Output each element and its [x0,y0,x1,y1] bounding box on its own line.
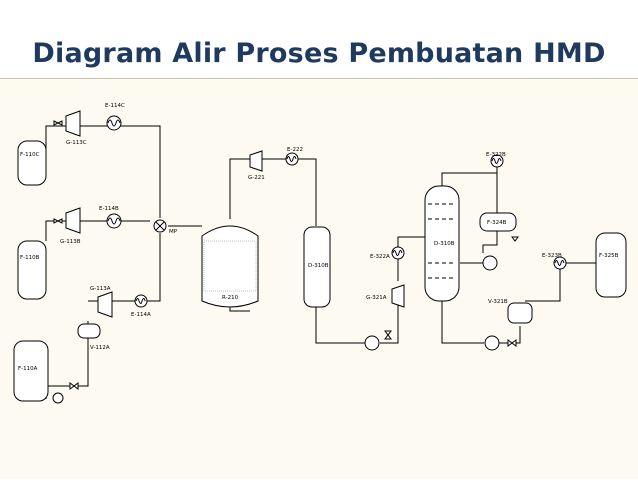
label-e114c: E-114C [105,103,125,109]
compressor-g113b [65,207,81,234]
heater-e222 [285,152,299,166]
label-f324b: F-324B [487,220,507,226]
heater-e114c [106,115,122,131]
label-g221: G-221 [248,175,265,181]
label-g113a: G-113A [90,286,111,292]
accumulator-f324b [479,212,517,232]
process-flow-diagram: E-114C G-113C F-110C E-114B G-113B F-110… [13,103,627,404]
column-d310b [424,185,460,302]
cooler-e323b [553,256,567,270]
process-streams [45,125,613,399]
tank-f110a [13,340,49,402]
pump-d310b [364,335,380,351]
label-e322a: E-322A [370,254,390,260]
heater-e114b [106,213,122,229]
label-v112a: V-112A [90,345,110,351]
label-f110a: F-110A [18,366,38,372]
page-title: Diagram Alir Proses Pembuatan HMD [32,38,606,69]
label-e323b: E-323B [542,253,562,259]
tank-f110c [17,140,47,186]
pump-bottom [484,335,500,351]
diagram-frame: E-114C G-113C F-110C E-114B G-113B F-110… [0,78,638,479]
label-g113b: G-113B [60,239,81,245]
label-r210: R-210 [222,295,239,301]
pump-reflux [482,255,498,271]
label-d310b-left: D-310B [308,263,329,269]
separator-d310b [303,226,331,308]
label-d310b-column: D-310B [434,241,455,247]
label-e322b: E-322B [486,152,506,158]
compressor-g221 [249,150,263,172]
label-f110c: F-110C [20,152,40,158]
heater-e114a [134,294,148,308]
label-e114a: E-114A [131,312,151,318]
valves [53,120,519,390]
condenser-e322b [490,154,504,168]
compressor-g321a [391,284,405,308]
equipment-labels: E-114C G-113C F-110C E-114B G-113B F-110… [18,103,619,372]
label-g321a: G-321A [366,295,387,301]
vessel-v321b [507,302,533,324]
heater-e322a [391,246,405,260]
label-f110b: F-110B [20,255,40,261]
tank-f110b [17,240,47,300]
label-e222: E-222 [287,147,303,153]
tank-f325b [595,232,627,298]
label-g113c: G-113C [66,140,87,146]
label-e114b: E-114B [99,206,119,212]
compressor-g113c [65,110,81,137]
reactor-r210 [201,225,259,308]
label-f325b: F-325B [599,253,619,259]
label-v321b: V-321B [488,299,508,305]
compressor-g113a [97,291,113,318]
vessel-v112a [77,323,101,339]
pump-f110a [52,392,64,404]
label-mp: MP [169,229,178,235]
mixing-point-mp [153,219,167,233]
